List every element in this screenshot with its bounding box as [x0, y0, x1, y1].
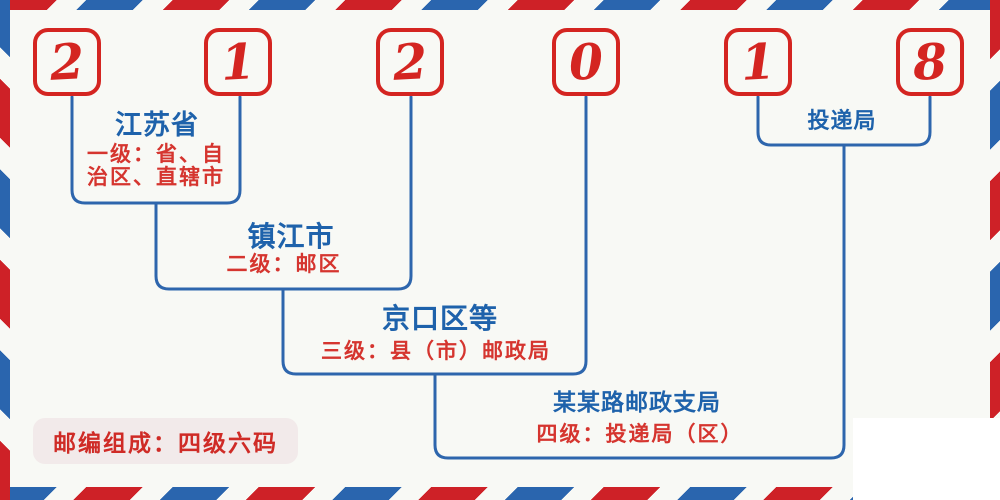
- postal-digit: 1: [739, 31, 777, 92]
- postal-digit: 2: [391, 31, 429, 92]
- airmail-stripe-border-right: [990, 0, 1000, 500]
- level3-region-title: 京口区等: [381, 304, 499, 335]
- delivery-bureau-title: 投递局: [807, 108, 877, 133]
- postal-digit-box: 1: [204, 28, 272, 96]
- postal-digit: 1: [219, 31, 257, 92]
- postal-digit-box: 0: [552, 28, 620, 96]
- level1-desc-line2: 治区、直辖市: [87, 166, 225, 189]
- postal-digit-box: 2: [33, 28, 101, 96]
- level3-desc: 三级：县（市）邮政局: [321, 340, 551, 363]
- badge-text: 邮编组成：四级六码: [53, 431, 278, 456]
- level4-region-title: 某某路邮政支局: [553, 390, 721, 415]
- postal-digit-box: 8: [896, 28, 964, 96]
- level2-region-title: 镇江市: [247, 222, 335, 253]
- postal-digit-box: 1: [724, 28, 792, 96]
- frame-level4-bracket: [433, 144, 846, 460]
- frame-delivery-bracket: [756, 95, 932, 147]
- postal-code-composition-badge: 邮编组成：四级六码: [33, 418, 298, 464]
- airmail-stripe-border-top: [0, 0, 1000, 10]
- level4-desc: 四级：投递局（区）: [536, 423, 744, 446]
- postal-digit-box: 2: [376, 28, 444, 96]
- postal-digit: 2: [48, 31, 86, 92]
- postal-digit: 8: [911, 31, 949, 92]
- blank-corner-patch: [853, 418, 1000, 500]
- level2-desc: 二级：邮区: [226, 253, 342, 276]
- level1-desc-line1: 一级：省、自: [87, 143, 225, 166]
- postal-digit: 0: [567, 31, 605, 92]
- level1-region-title: 江苏省: [115, 110, 199, 140]
- airmail-stripe-border-bottom: [0, 487, 1000, 500]
- airmail-stripe-border-left: [0, 0, 10, 500]
